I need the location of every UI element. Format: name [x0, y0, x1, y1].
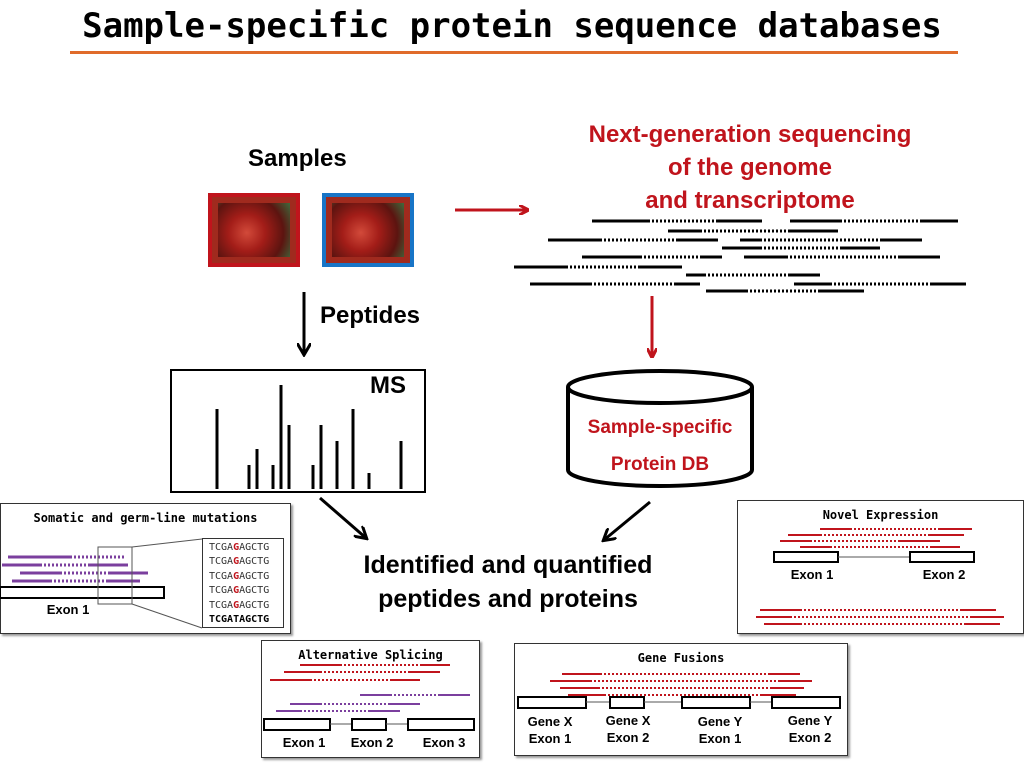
somatic-exon-label: Exon 1: [46, 602, 90, 617]
seq-reference: TCGATAGCTG: [209, 614, 270, 626]
panel-somatic-title: Somatic and germ-line mutations: [33, 511, 258, 525]
seq-row: TCGAGAGCTG: [209, 542, 270, 553]
ngs-line-2: of the genome: [667, 154, 832, 181]
arrow-ms-to-identified: [319, 496, 366, 538]
seq-row: TCGAGAGCTG: [209, 570, 270, 582]
panel-alternative-splicing: Alternative Splicing: [261, 640, 480, 758]
seq-row: TCGAGAGCTG: [209, 585, 270, 597]
panel-splicing-title: Alternative Splicing: [298, 648, 443, 662]
identified-line-1: Identified and quantified: [363, 551, 653, 579]
panel-somatic-mutations: Somatic and germ-line mutations: [0, 503, 291, 634]
arrow-db-to-identified: [604, 500, 651, 540]
sample-image-blue: [322, 193, 414, 267]
ngs-line-3: and transcriptome: [645, 187, 855, 214]
ms-spectrum-box: [170, 369, 426, 493]
database-cylinder: [566, 369, 754, 488]
splicing-exon3-label: Exon 3: [422, 735, 466, 750]
ngs-reads: [514, 219, 966, 293]
sequence-alignment-box: TCGAGAGCTG TCGAGAGCTG TCGAGAGCTG TCGAGAG…: [202, 538, 284, 628]
title-underline: [70, 51, 958, 54]
ms-peaks: [215, 385, 403, 489]
splicing-exon2-label: Exon 2: [350, 735, 394, 750]
panel-novel-expression: Novel Expression: [737, 500, 1024, 634]
ngs-label: Next-generation sequencing of the genome…: [540, 118, 960, 217]
panel-fusion-title: Gene Fusions: [637, 651, 725, 665]
identified-line-2: peptides and proteins: [378, 585, 638, 613]
ms-label: MS: [370, 372, 406, 399]
ngs-line-1: Next-generation sequencing: [588, 121, 912, 148]
sample-image-red: [208, 193, 300, 267]
seq-row: TCGAGAGCTG: [209, 599, 270, 611]
novel-exon2-label: Exon 2: [922, 567, 966, 582]
splicing-exon1-label: Exon 1: [282, 735, 326, 750]
identified-label: Identified and quantified peptides and p…: [330, 548, 686, 616]
page-title: Sample-specific protein sequence databas…: [82, 6, 942, 46]
samples-label: Samples: [248, 145, 347, 172]
db-label-line-2: Protein DB: [610, 454, 710, 475]
panel-novel-title: Novel Expression: [822, 508, 939, 522]
novel-exon1-label: Exon 1: [790, 567, 834, 582]
seq-row: TCGAGAGCTG: [209, 556, 270, 568]
db-label-line-1: Sample-specific: [587, 417, 733, 438]
peptides-label: Peptides: [320, 302, 421, 329]
